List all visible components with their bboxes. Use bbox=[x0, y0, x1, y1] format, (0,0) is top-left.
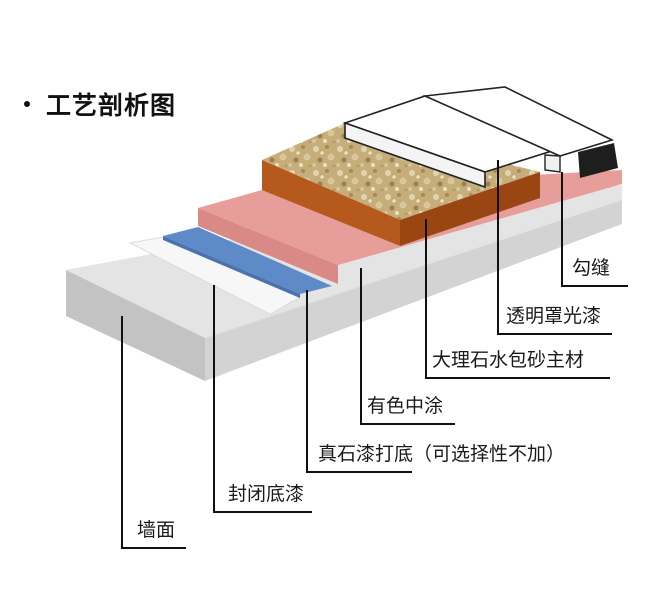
leader-clear-coat bbox=[497, 160, 612, 335]
leader-wall bbox=[121, 316, 186, 549]
label-color-mid: 有色中涂 bbox=[367, 395, 443, 417]
grout-layer bbox=[578, 143, 618, 178]
label-sealer: 封闭底漆 bbox=[228, 483, 304, 505]
marble-right-face bbox=[400, 172, 540, 246]
clear-coat-left-front bbox=[344, 121, 486, 189]
wall-front-face bbox=[66, 270, 205, 381]
label-grout: 勾缝 bbox=[572, 257, 610, 279]
primer-layer bbox=[163, 227, 332, 298]
label-stone-primer: 真石漆打底（可选择性不加） bbox=[318, 443, 565, 465]
label-clear-coat: 透明罩光漆 bbox=[506, 305, 601, 327]
marble-layer bbox=[262, 123, 540, 246]
primer-top-face bbox=[163, 227, 332, 294]
marble-front-face bbox=[262, 160, 400, 246]
title-block: 工艺剖析图 bbox=[18, 86, 176, 122]
leader-lines bbox=[121, 160, 628, 549]
label-wall: 墙面 bbox=[137, 519, 175, 541]
primer-edge bbox=[163, 236, 300, 298]
marble-top-face bbox=[262, 123, 540, 220]
wall-right-face bbox=[205, 200, 622, 381]
clear-coat-right-front bbox=[544, 154, 561, 173]
leader-marble bbox=[425, 219, 610, 379]
clear-coat-layer bbox=[342, 86, 615, 189]
layer-labels: 墙面 封闭底漆 真石漆打底（可选择性不加） 有色中涂 大理石水包砂主材 透明罩光… bbox=[137, 257, 610, 541]
leader-color-mid bbox=[360, 268, 455, 425]
page-title: 工艺剖析图 bbox=[46, 91, 177, 120]
clear-coat-right-top bbox=[421, 86, 615, 157]
leader-primer bbox=[306, 290, 412, 473]
label-marble-main: 大理石水包砂主材 bbox=[432, 349, 584, 371]
leader-sealer bbox=[213, 285, 312, 513]
bullet-dot-icon bbox=[24, 101, 30, 107]
color-mid-front-face bbox=[198, 208, 338, 284]
grout-block bbox=[578, 143, 618, 178]
leader-grout bbox=[561, 172, 628, 287]
